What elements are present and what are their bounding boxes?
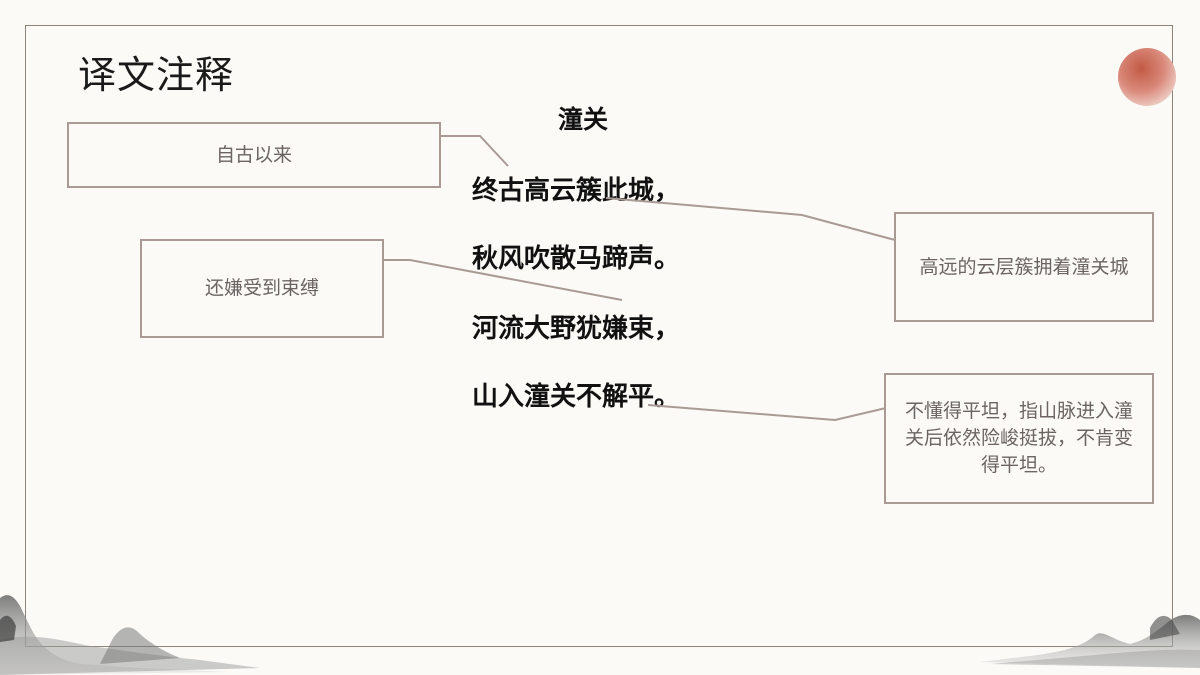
annotation-text-2: 还嫌受到束缚 xyxy=(204,277,319,299)
red-sun-decoration xyxy=(1118,48,1176,106)
annotation-text-3: 高远的云层簇拥着潼关城 xyxy=(919,255,1129,278)
slide-frame xyxy=(25,25,1173,647)
poem-title: 潼关 xyxy=(558,105,609,134)
annotation-box-2: 还嫌受到束缚 xyxy=(140,239,384,338)
slide-title: 译文注释 xyxy=(78,53,235,97)
connector-line-2 xyxy=(382,259,623,301)
annotation-box-4: 不懂得平坦，指山脉进入潼关后依然险峻挺拔，不肯变得平坦。 xyxy=(884,373,1154,504)
annotation-text-4: 不懂得平坦，指山脉进入潼关后依然险峻挺拔，不肯变得平坦。 xyxy=(904,400,1133,476)
poem-line-4: 山入潼关不解平。 xyxy=(472,382,681,412)
poem-line-3: 河流大野犹嫌束， xyxy=(472,314,681,344)
connector-line-4 xyxy=(647,404,887,422)
connector-line-1 xyxy=(440,135,509,167)
annotation-box-3: 高远的云层簇拥着潼关城 xyxy=(894,212,1154,322)
annotation-box-1: 自古以来 xyxy=(67,122,441,188)
poem-line-2: 秋风吹散马蹄声。 xyxy=(472,244,681,274)
annotation-text-1: 自古以来 xyxy=(215,143,292,166)
connector-line-3 xyxy=(605,197,896,241)
